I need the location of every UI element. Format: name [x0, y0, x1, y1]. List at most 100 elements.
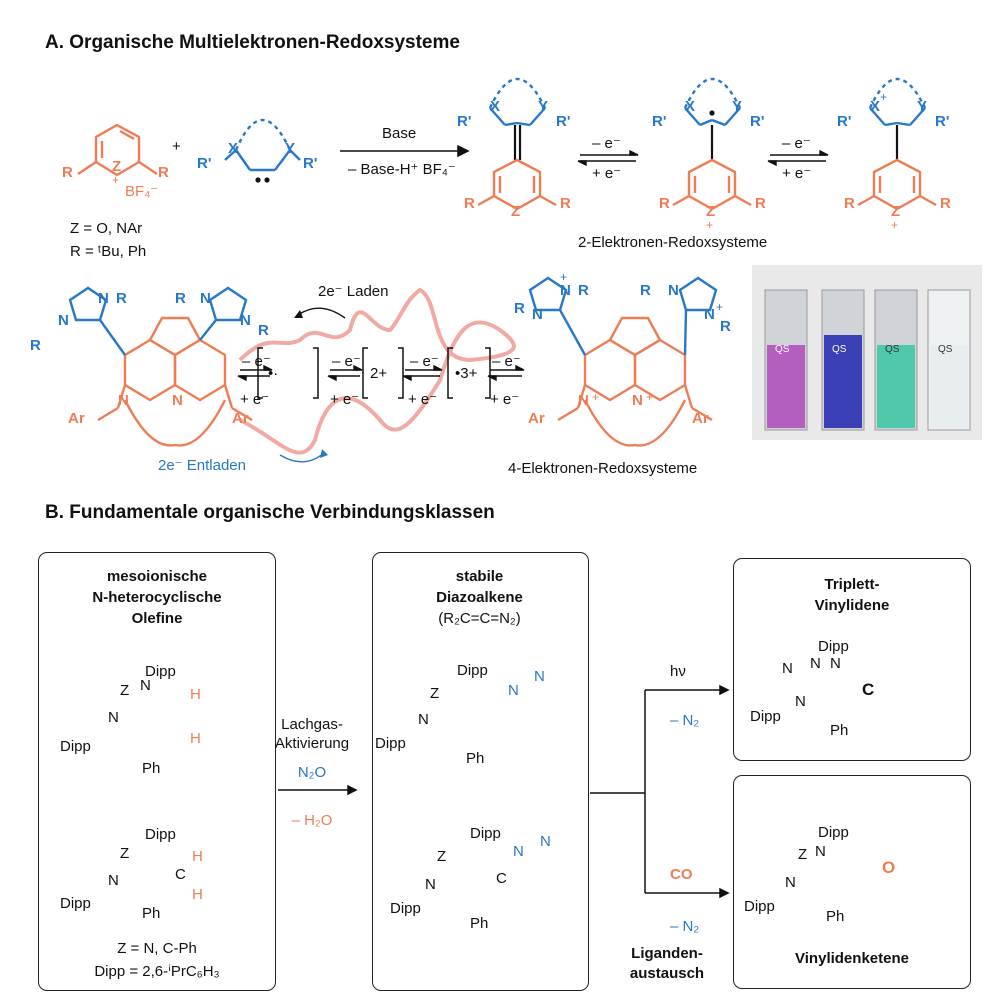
box2-bot-dipp: Dipp	[470, 825, 501, 842]
section-b-title: B. Fundamentale organische Verbindungskl…	[45, 502, 495, 523]
box3-n3: N	[830, 655, 841, 672]
branch-arrows	[590, 684, 730, 899]
intermediate-brackets	[257, 347, 491, 399]
product2-top	[683, 78, 742, 127]
box-diazoalkenes	[372, 552, 589, 991]
p1-x: X	[490, 98, 501, 115]
box1-top-n2: N	[108, 709, 119, 726]
p1-rp-right: R'	[556, 113, 571, 130]
intermediate-radical: •·	[268, 365, 279, 382]
section-a-title: A. Organische Multielektronen-Redoxsyste…	[45, 32, 460, 53]
box3-ph: Ph	[830, 722, 849, 739]
n-left-3: N	[200, 290, 211, 307]
p3-plus: +	[891, 218, 899, 232]
p3-r-right: R	[940, 195, 951, 212]
ox-n-right-2-plus: +	[716, 300, 724, 314]
p2-z: Z	[706, 203, 716, 220]
p3-y: Y	[917, 98, 928, 115]
row2-ox-3: – e⁻	[410, 353, 439, 370]
box1-title-1: mesoionische	[106, 568, 208, 585]
p2-red: + e⁻	[782, 165, 812, 182]
box4-n2: N	[785, 874, 796, 891]
box1-bot-c: C	[175, 866, 186, 883]
box2-bot-n2a: N	[513, 843, 524, 860]
box2-bot-c: C	[496, 870, 507, 887]
box1-bot-h1: H	[192, 848, 203, 865]
box1-top-z: Z	[120, 682, 130, 699]
box1-bot-z: Z	[120, 845, 130, 862]
pyrylium-r-left: R	[62, 164, 73, 181]
box2-top-z: Z	[430, 685, 440, 702]
ox-n-right-1: N	[668, 282, 679, 299]
box4-n1: N	[815, 843, 826, 860]
row2-red-4: + e⁻	[490, 391, 520, 408]
cv-curve	[238, 287, 516, 455]
ox-n-core-left: N	[578, 392, 589, 409]
ar-right: Ar	[232, 410, 249, 427]
product1-exo-bond	[513, 125, 522, 160]
box-vinylideneketenes	[733, 775, 971, 989]
p2-r-right: R	[755, 195, 766, 212]
box2-bot-ph: Ph	[470, 915, 489, 932]
intermediate-dication: 2+	[370, 365, 388, 382]
product1-ring	[477, 158, 557, 211]
box1-top-ph: Ph	[142, 760, 161, 777]
n2o-activation-2: Aktivierung	[274, 735, 350, 752]
n-left-2: N	[98, 290, 109, 307]
box2-title-2: Diazoalkene	[436, 589, 523, 606]
pyrylium-r-right: R	[158, 164, 169, 181]
pyrylium-plus: +	[112, 173, 120, 187]
co-n2-loss: – N₂	[670, 918, 700, 935]
box4-dipp: Dipp	[818, 824, 849, 841]
intermediate-radical-trication: •3+	[455, 365, 478, 382]
p3-r-left: R	[844, 195, 855, 212]
co-reagent: CO	[670, 866, 693, 883]
box3-n1: N	[782, 660, 793, 677]
cuvette-label-2: QS	[832, 344, 847, 355]
ox-n-core-right-plus: +	[646, 390, 654, 404]
ox-n-r-left-1: R	[514, 300, 525, 317]
p3-x: X	[870, 98, 881, 115]
carbene-rp-right: R'	[303, 155, 318, 172]
box3-dipp: Dipp	[818, 638, 849, 655]
h2o-byproduct: – H₂O	[291, 812, 333, 829]
n-core-right: N	[172, 392, 183, 409]
box1-bot-h2: H	[192, 886, 203, 903]
p1-r-left: R	[464, 195, 475, 212]
ox-n-core-right: N	[632, 392, 643, 409]
n-core-left: N	[118, 392, 129, 409]
cuvettes	[764, 289, 971, 431]
box1-top-h1: H	[190, 686, 201, 703]
box1-bot-n: N	[108, 872, 119, 889]
p1-ox: – e⁻	[592, 135, 621, 152]
box2-formula: (R₂C=C=N₂)	[438, 610, 521, 627]
box1-bot-dipp2: Dipp	[60, 895, 91, 912]
n-r-left-1: R	[30, 337, 41, 354]
plus-sign: +	[172, 138, 181, 155]
ar-left: Ar	[68, 410, 85, 427]
p2-r-left: R	[659, 195, 670, 212]
discharge-label: 2e⁻ Entladen	[158, 457, 246, 474]
product2-ring	[672, 158, 752, 211]
box1-footer-dipp: Dipp = 2,6-ⁱPrC₆H₃	[94, 963, 220, 980]
oxidized-core	[557, 316, 713, 447]
p1-red: + e⁻	[592, 165, 622, 182]
n2o-activation-1: Lachgas-	[281, 716, 343, 733]
ox-ar-right: Ar	[692, 410, 709, 427]
bf4-label: BF₄⁻	[125, 183, 159, 200]
box2-top-dipp: Dipp	[457, 662, 488, 679]
n-r-left-2: R	[116, 290, 127, 307]
row2-red-2: + e⁻	[330, 391, 360, 408]
cuvette-label-3: QS	[885, 344, 900, 355]
ox-n-left-2: N	[560, 282, 571, 299]
ox-n-r-left-2: R	[578, 282, 589, 299]
p2-ox: – e⁻	[782, 135, 811, 152]
ox-n-left-1: N	[532, 306, 543, 323]
neutral-core	[97, 316, 253, 447]
r-definition: R = ᵗBu, Ph	[70, 243, 147, 260]
box3-title-2: Vinylidene	[814, 597, 890, 614]
base-byproduct: – Base-H⁺ BF₄⁻	[348, 161, 456, 178]
box3-n4: N	[795, 693, 806, 710]
carbene-x: X	[228, 140, 239, 157]
